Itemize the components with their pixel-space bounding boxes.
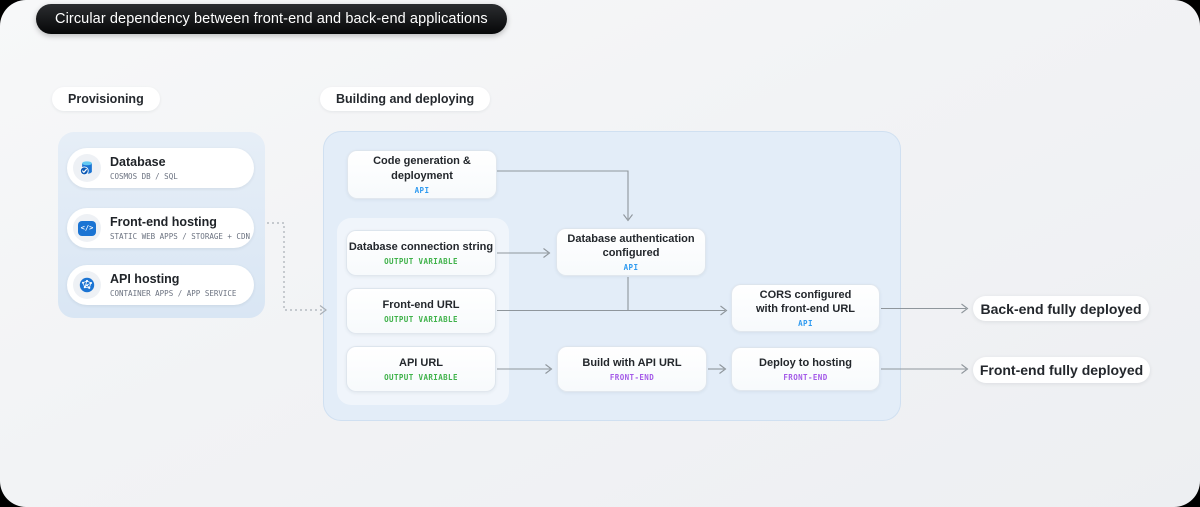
provisioning-panel: Database COSMOS DB / SQL </> Front-end h… — [58, 132, 265, 318]
dotted-provision-arrow — [267, 222, 323, 311]
outcome-backend-deployed: Back-end fully deployed — [973, 296, 1149, 321]
node-code-generation: Code generation & deployment API — [347, 150, 497, 199]
card-database: Database COSMOS DB / SQL — [67, 148, 254, 188]
card-database-title: Database — [110, 155, 166, 170]
node-api-url: API URL OUTPUT VARIABLE — [346, 346, 496, 392]
tag-api: API — [414, 185, 430, 195]
card-frontend-hosting-title: Front-end hosting — [110, 215, 217, 230]
tag-api: API — [798, 319, 813, 329]
outcome-backend-text: Back-end fully deployed — [980, 300, 1142, 317]
node-build-with-api-url: Build with API URL FRONT-END — [557, 346, 707, 392]
section-label-building-deploying: Building and deploying — [320, 87, 491, 111]
provisioning-label-text: Provisioning — [68, 92, 144, 106]
node-database-authentication: Database authentication configured API — [556, 228, 706, 276]
tag-output-variable: OUTPUT VARIABLE — [384, 315, 458, 325]
node-frontend-url: Front-end URL OUTPUT VARIABLE — [346, 288, 496, 334]
database-icon — [73, 154, 101, 182]
outcome-frontend-deployed: Front-end fully deployed — [973, 357, 1150, 383]
tag-front-end: FRONT-END — [609, 373, 655, 383]
card-api-hosting-subtitle: CONTAINER APPS / APP SERVICE — [110, 288, 237, 298]
node-deploy-to-hosting: Deploy to hosting FRONT-END — [731, 347, 880, 391]
tag-output-variable: OUTPUT VARIABLE — [384, 257, 458, 267]
outcome-frontend-text: Front-end fully deployed — [979, 362, 1144, 378]
tag-api: API — [623, 263, 639, 273]
diagram-title: Circular dependency between front-end an… — [36, 4, 507, 34]
card-api-hosting: API hosting CONTAINER APPS / APP SERVICE — [67, 265, 254, 305]
card-frontend-hosting-subtitle: STATIC WEB APPS / STORAGE + CDN — [110, 231, 250, 241]
diagram-title-text: Circular dependency between front-end an… — [55, 11, 488, 27]
card-frontend-hosting: </> Front-end hosting STATIC WEB APPS / … — [67, 208, 254, 248]
tag-output-variable: OUTPUT VARIABLE — [384, 373, 458, 383]
building-label-text: Building and deploying — [336, 92, 475, 106]
card-api-hosting-title: API hosting — [110, 272, 180, 287]
node-cors-configured: CORS configured with front-end URL API — [731, 284, 880, 332]
tag-front-end: FRONT-END — [783, 373, 828, 383]
globe-network-icon — [73, 271, 101, 299]
code-brackets-icon: </> — [73, 214, 101, 242]
section-label-provisioning: Provisioning — [52, 87, 160, 111]
node-database-connection-string: Database connection string OUTPUT VARIAB… — [346, 230, 496, 276]
card-database-subtitle: COSMOS DB / SQL — [110, 171, 178, 181]
